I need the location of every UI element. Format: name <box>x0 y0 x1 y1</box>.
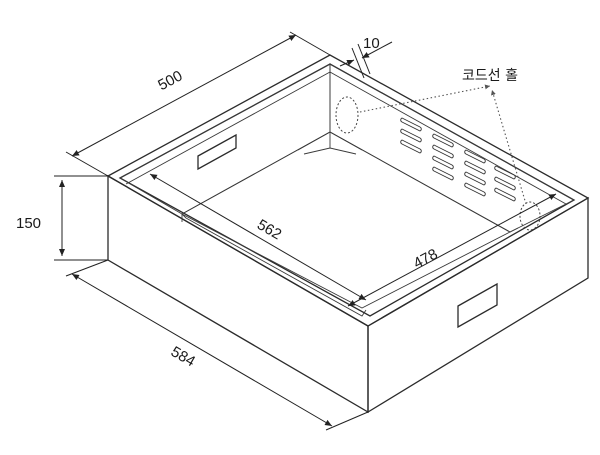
inner-opening <box>118 63 576 317</box>
vent-slot <box>400 117 422 132</box>
inner-back-left-wall <box>119 63 331 215</box>
back-corner-plate <box>303 147 357 155</box>
label-562: 562 <box>254 216 284 243</box>
box-inner <box>118 63 576 317</box>
handles <box>197 133 498 329</box>
vent-slot <box>432 166 454 181</box>
ext-584-a <box>65 259 109 277</box>
vent-slot <box>432 155 454 170</box>
vent-slot <box>494 165 516 180</box>
dim-10: 10 <box>339 35 393 79</box>
label-150: 150 <box>16 215 41 232</box>
dim-584: 584 <box>65 259 369 431</box>
cord-hole-leaders: 코드선 홀 <box>359 68 527 205</box>
inner-rim-line <box>125 71 567 205</box>
dim-562: 562 <box>149 173 367 301</box>
handle-back-left <box>197 133 237 171</box>
vent-slot <box>494 176 516 191</box>
cord-hole-label: 코드선 홀 <box>462 68 518 84</box>
dim-10-arrow-left <box>339 59 355 67</box>
vent-slot <box>400 128 422 143</box>
inner-floor <box>181 131 511 309</box>
dim-line-562 <box>149 173 367 301</box>
label-10: 10 <box>363 35 380 52</box>
vent-slot <box>464 149 486 164</box>
handle-front-right <box>457 282 498 329</box>
vent-slot <box>400 139 422 154</box>
vent-slot <box>432 144 454 159</box>
dim-line-478 <box>347 193 557 307</box>
label-584: 584 <box>168 343 198 370</box>
vent-slot <box>464 160 486 175</box>
cord-hole-left <box>335 96 359 134</box>
ext-584-b <box>325 411 369 431</box>
dim-line-584 <box>71 273 333 427</box>
label-500: 500 <box>155 67 185 94</box>
vent-slot <box>464 182 486 197</box>
ext-10-b <box>357 43 371 75</box>
dim-10-arrow-right <box>361 41 393 59</box>
ext-500-b <box>289 31 331 56</box>
dim-150: 150 <box>16 175 108 261</box>
label-478: 478 <box>411 246 441 273</box>
floor-corner-right <box>509 227 519 233</box>
dim-478: 478 <box>347 193 557 307</box>
dim-line-500 <box>71 34 297 157</box>
front-right-face <box>367 196 589 414</box>
ext-10-a <box>351 47 365 79</box>
vent-slot <box>432 133 454 148</box>
vent-slot <box>464 171 486 186</box>
vent-slot <box>494 187 516 202</box>
vent-slots <box>400 117 516 202</box>
top-rim <box>106 54 590 327</box>
